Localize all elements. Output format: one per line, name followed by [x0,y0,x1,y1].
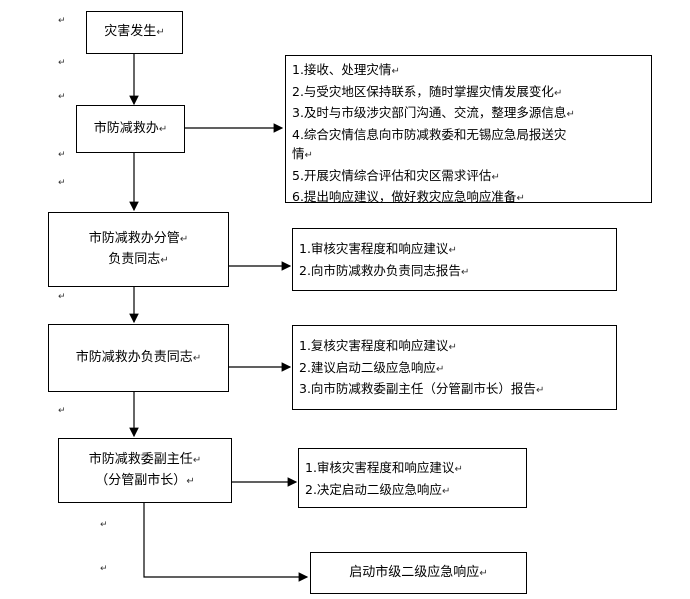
vice-task-item: 2.决定启动二级应急响应↵ [305,481,451,497]
node-label: 启动市级二级应急响应↵ [349,564,488,580]
para-mark: ↵ [58,178,66,188]
node-label: 市防减救办↵ [93,120,168,136]
para-mark: ↵ [100,520,108,530]
node-start-response: 启动市级二级应急响应↵ [310,552,527,594]
node-label: 市防减救办负责同志↵ [75,349,202,365]
para-mark: ↵ [58,150,66,160]
office-task-item: 情↵ [292,146,313,161]
arrow-vice-to-start [143,502,309,582]
node-office-chief: 市防减救办负责同志↵ [48,324,229,392]
node-label: 灾害发生↵ [104,24,165,39]
node-office-deputy: 市防减救办分管↵ 负责同志↵ [48,212,229,287]
node-label-line1: 市防减救办分管↵ [88,230,189,246]
para-mark: ↵ [58,16,66,26]
chief-task-item: 2.建议启动二级应急响应↵ [299,359,445,375]
para-mark: ↵ [58,292,66,302]
node-disaster: 灾害发生↵ [86,11,183,54]
node-label-line1: 市防减救委副主任↵ [88,451,202,467]
office-task-item: 1.接收、处理灾情↵ [292,62,400,77]
deputy-task-item: 2.向市防减救办负责同志报告↵ [299,262,470,278]
office-task-item: 5.开展灾情综合评估和灾区需求评估↵ [292,167,500,183]
deputy-task-item: 1.审核灾害程度和响应建议↵ [299,241,457,256]
para-mark: ↵ [58,92,66,102]
node-label-line2: 负责同志↵ [108,251,169,267]
para-mark: ↵ [100,564,108,574]
office-task-item: 4.综合灾情信息向市防减救委和无锡应急局报送灾 [292,126,567,142]
node-office: 市防减救办↵ [76,105,185,153]
chief-task-item: 3.向市防减救委副主任（分管副市长）报告↵ [299,381,545,396]
office-task-item: 6.提出响应建议，做好救灾应急响应准备↵ [292,189,525,204]
vice-chair-tasks-box: 1.审核灾害程度和响应建议↵ 2.决定启动二级应急响应↵ [298,448,527,508]
chief-task-item: 1.复核灾害程度和响应建议↵ [299,338,457,353]
office-task-item: 2.与受灾地区保持联系，随时掌握灾情发展变化↵ [292,83,563,99]
office-task-item: 3.及时与市级涉灾部门沟通、交流，整理多源信息↵ [292,105,575,120]
node-label-line2: （分管副市长）↵ [95,472,195,488]
para-mark: ↵ [58,406,66,416]
deputy-tasks-box: 1.审核灾害程度和响应建议↵ 2.向市防减救办负责同志报告↵ [292,228,617,291]
node-vice-chair: 市防减救委副主任↵ （分管副市长）↵ [58,438,232,503]
chief-tasks-box: 1.复核灾害程度和响应建议↵ 2.建议启动二级应急响应↵ 3.向市防减救委副主任… [292,325,617,410]
vice-task-item: 1.审核灾害程度和响应建议↵ [305,460,463,475]
office-tasks-box: 1.接收、处理灾情↵ 2.与受灾地区保持联系，随时掌握灾情发展变化↵ 3.及时与… [285,55,652,204]
para-mark: ↵ [58,58,66,68]
